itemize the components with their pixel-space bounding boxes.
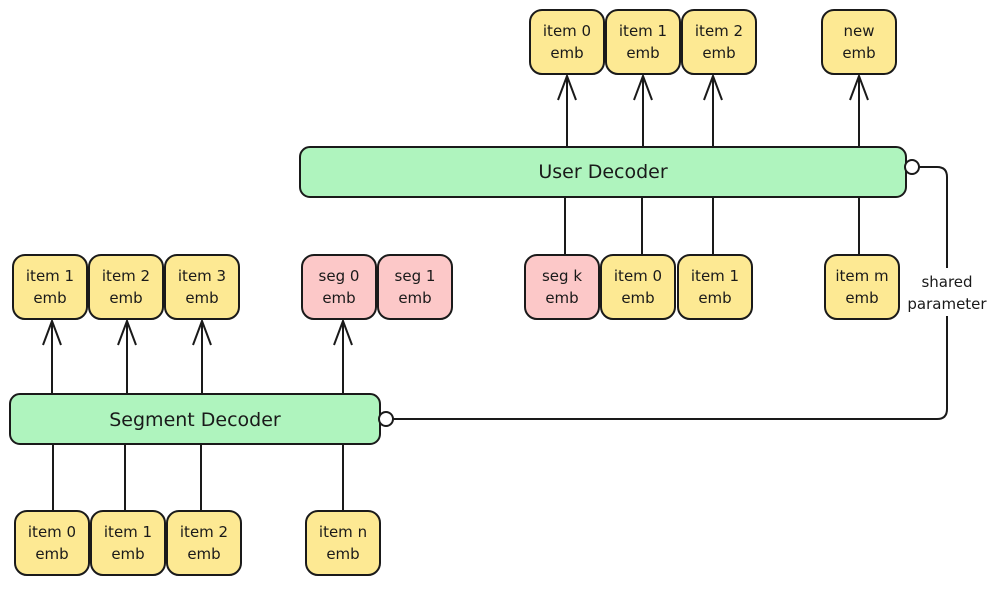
arrow-head <box>42 318 62 346</box>
embedding-box <box>301 254 377 320</box>
embedding-label-line-2: emb <box>550 44 583 62</box>
segment-outputs-node-1: item 2 emb <box>88 254 164 320</box>
embedding-box <box>14 510 90 576</box>
embedding-box <box>681 9 757 75</box>
embedding-label-line-2: emb <box>698 289 731 307</box>
segment-inputs-node-3: item n emb <box>305 510 381 576</box>
embedding-box <box>824 254 900 320</box>
embedding-label-line-2: emb <box>322 289 355 307</box>
embedding-box <box>605 9 681 75</box>
segment-outputs-node-4: seg 1 emb <box>377 254 453 320</box>
embedding-label-line-2: emb <box>326 545 359 563</box>
segment-inputs-node-1: item 1 emb <box>90 510 166 576</box>
embedding-label-line-1: seg 0 <box>319 267 360 285</box>
embedding-label-line-2: emb <box>398 289 431 307</box>
embedding-label-line-2: emb <box>109 289 142 307</box>
segment-inputs-node-0: item 0 emb <box>14 510 90 576</box>
shared-parameter-label-line1: shared <box>921 273 972 291</box>
embedding-box <box>529 9 605 75</box>
user-outputs-node-0: item 0 emb <box>529 9 605 75</box>
embedding-box <box>90 510 166 576</box>
arrow-head <box>849 73 869 101</box>
user-outputs-node-2: item 2 emb <box>681 9 757 75</box>
embedding-label-line-1: item m <box>835 267 888 285</box>
embedding-label-line-2: emb <box>842 44 875 62</box>
segment-inputs-node-2: item 2 emb <box>166 510 242 576</box>
arrow-head <box>117 318 137 346</box>
embedding-label-line-1: item 0 <box>614 267 662 285</box>
embedding-label-line-1: item 3 <box>178 267 226 285</box>
embedding-label-line-1: item 2 <box>180 523 228 541</box>
arrow-head <box>633 73 653 101</box>
embedding-label-line-2: emb <box>845 289 878 307</box>
embedding-label-line-1: item n <box>319 523 367 541</box>
embedding-label-line-1: seg k <box>542 267 582 285</box>
embedding-label-line-2: emb <box>185 289 218 307</box>
embedding-label-line-1: item 2 <box>102 267 150 285</box>
user-inputs-node-1: item 0 emb <box>600 254 676 320</box>
embedding-box <box>524 254 600 320</box>
embedding-label-line-2: emb <box>33 289 66 307</box>
embedding-box <box>166 510 242 576</box>
embedding-label-line-2: emb <box>35 545 68 563</box>
embedding-label-line-2: emb <box>626 44 659 62</box>
user-outputs-node-3: new emb <box>821 9 897 75</box>
embedding-label-line-1: item 1 <box>619 22 667 40</box>
embedding-label-line-2: emb <box>111 545 144 563</box>
embedding-nodes: item 0 emb item 1 emb item 2 emb new emb seg k em… <box>12 9 900 576</box>
embedding-box <box>305 510 381 576</box>
embedding-label-line-1: new <box>843 22 874 40</box>
embedding-label-line-1: seg 1 <box>395 267 436 285</box>
embedding-box <box>821 9 897 75</box>
user-inputs-node-3: item m emb <box>824 254 900 320</box>
user-inputs-node-0: seg k emb <box>524 254 600 320</box>
user-inputs-node-2: item 1 emb <box>677 254 753 320</box>
segment-outputs-node-2: item 3 emb <box>164 254 240 320</box>
segment-outputs-node-0: item 1 emb <box>12 254 88 320</box>
embedding-box <box>677 254 753 320</box>
user-decoder-shared-port <box>904 159 920 175</box>
edges <box>42 73 869 510</box>
embedding-box <box>88 254 164 320</box>
shared-parameter-label-bg <box>902 268 992 316</box>
arrow-head <box>703 73 723 101</box>
user-decoder-label: User Decoder <box>538 161 667 183</box>
user-outputs-node-1: item 1 emb <box>605 9 681 75</box>
embedding-label-line-2: emb <box>702 44 735 62</box>
embedding-box <box>12 254 88 320</box>
embedding-label-line-1: item 0 <box>543 22 591 40</box>
arrow-head <box>333 318 353 346</box>
embedding-label-line-1: item 1 <box>691 267 739 285</box>
arrow-head <box>192 318 212 346</box>
embedding-box <box>377 254 453 320</box>
embedding-label-line-1: item 1 <box>26 267 74 285</box>
embedding-box <box>600 254 676 320</box>
embedding-label-line-1: item 1 <box>104 523 152 541</box>
embedding-label-line-1: item 2 <box>695 22 743 40</box>
segment-outputs-node-3: seg 0 emb <box>301 254 377 320</box>
segment-decoder-label: Segment Decoder <box>109 409 281 431</box>
embedding-label-line-1: item 0 <box>28 523 76 541</box>
arrow-head <box>557 73 577 101</box>
segment-decoder-shared-port <box>378 411 394 427</box>
embedding-label-line-2: emb <box>187 545 220 563</box>
shared-parameter-label-line2: parameter <box>907 295 987 313</box>
embedding-box <box>164 254 240 320</box>
embedding-label-line-2: emb <box>545 289 578 307</box>
embedding-label-line-2: emb <box>621 289 654 307</box>
